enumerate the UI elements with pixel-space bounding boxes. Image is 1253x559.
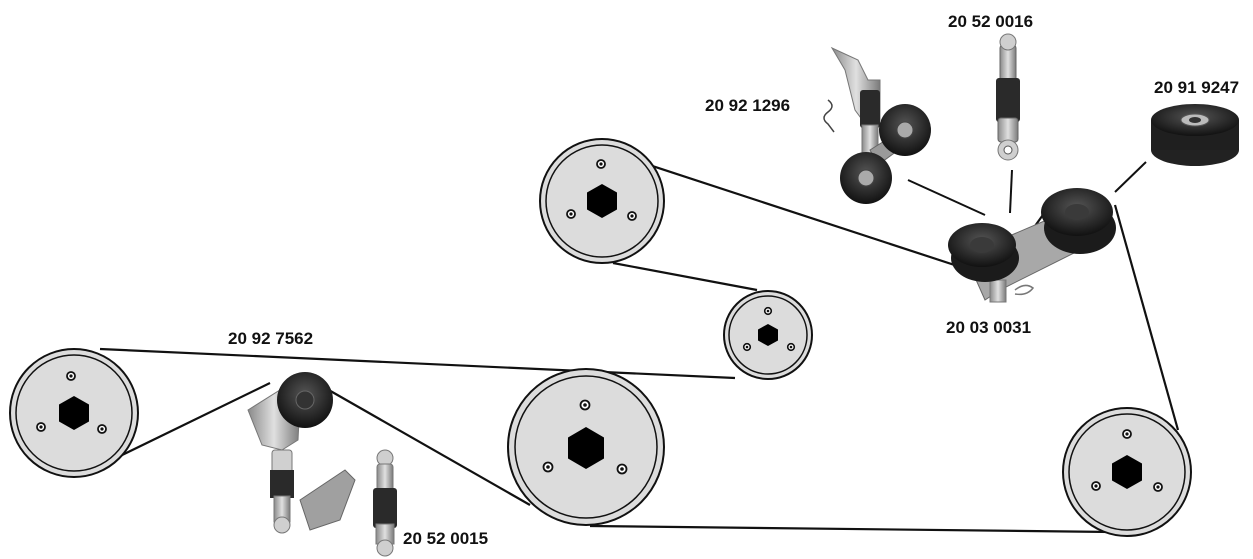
pulley-left xyxy=(9,348,139,478)
hex-hub-icon xyxy=(1112,455,1142,489)
part-label-20927562: 20 92 7562 xyxy=(228,329,313,348)
pulley-top-center xyxy=(539,138,665,264)
part-label-20520016: 20 52 0016 xyxy=(948,12,1033,31)
drive-belt xyxy=(99,156,1180,534)
tensioner-20927562 xyxy=(247,372,356,534)
pulley-crank xyxy=(507,368,665,526)
pulley-right xyxy=(1062,407,1192,537)
hex-hub-icon xyxy=(758,324,778,346)
leader-lines xyxy=(907,161,1147,216)
part-label-20921296: 20 92 1296 xyxy=(705,96,790,115)
part-label-20919247: 20 91 9247 xyxy=(1154,78,1239,97)
damper-20520016 xyxy=(996,33,1020,161)
idler-20919247 xyxy=(1151,104,1239,166)
part-label-20520015: 20 52 0015 xyxy=(403,529,488,548)
hex-hub-icon xyxy=(587,184,617,218)
pulley-small xyxy=(723,290,813,380)
hex-hub-icon xyxy=(59,396,89,430)
damper-20520015 xyxy=(373,449,397,557)
hex-hub-icon xyxy=(568,427,604,469)
part-label-20030031: 20 03 0031 xyxy=(946,318,1031,337)
tensioner-20030031 xyxy=(948,188,1116,303)
tensioner-20921296 xyxy=(823,46,931,204)
